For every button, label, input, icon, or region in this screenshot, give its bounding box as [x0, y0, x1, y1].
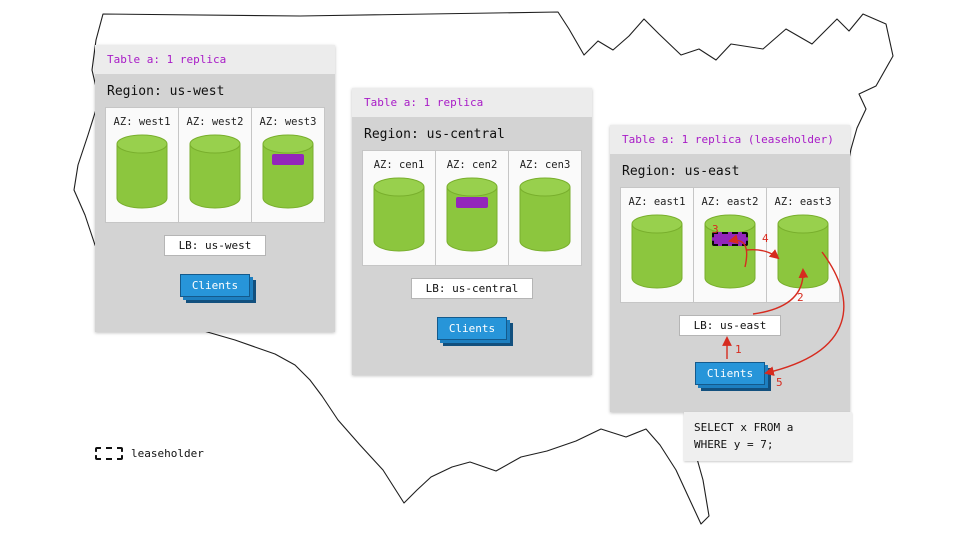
az-label: AZ: cen2: [446, 159, 498, 171]
az-column: AZ: west2: [178, 107, 252, 223]
az-column: AZ: east3: [766, 187, 840, 303]
replica-badge: [272, 154, 304, 165]
load-balancer-box: LB: us-east: [678, 315, 782, 336]
db-cylinder: [261, 134, 315, 210]
table-replica-header: Table a: 1 replica: [352, 88, 592, 117]
az-label: AZ: east3: [774, 196, 832, 208]
az-label: AZ: cen3: [519, 159, 571, 171]
db-cylinder: [188, 134, 242, 210]
database-icon: [373, 177, 425, 252]
az-label: AZ: west1: [113, 116, 171, 128]
az-column: AZ: cen3: [508, 150, 582, 266]
az-label: AZ: west3: [259, 116, 317, 128]
region-title: Region: us-east: [622, 164, 740, 179]
legend-label: leaseholder: [131, 447, 204, 460]
az-panel: AZ: west1 AZ: west2 AZ: west3: [105, 107, 325, 223]
database-icon: [446, 177, 498, 252]
db-cylinder: [445, 177, 499, 253]
clients-button: Clients: [179, 274, 251, 297]
database-icon: [519, 177, 571, 252]
database-icon: [262, 134, 314, 209]
db-cylinder: [630, 214, 684, 290]
database-icon: [116, 134, 168, 209]
clients-button: Clients: [436, 317, 508, 340]
load-balancer-box: LB: us-west: [163, 235, 267, 256]
legend: leaseholder: [95, 447, 204, 460]
region-card-us-west: Table a: 1 replica Region: us-west AZ: w…: [95, 45, 335, 332]
db-cylinder: [776, 214, 830, 290]
az-column: AZ: east1: [620, 187, 694, 303]
az-column: AZ: cen1: [362, 150, 436, 266]
load-balancer-box: LB: us-central: [410, 278, 534, 299]
sql-line-2: WHERE y = 7;: [694, 437, 774, 451]
az-label: AZ: cen1: [373, 159, 425, 171]
database-icon: [189, 134, 241, 209]
database-icon: [631, 214, 683, 289]
db-cylinder: [703, 214, 757, 290]
region-title: Region: us-west: [107, 84, 225, 99]
leaseholder-swatch-icon: [95, 447, 123, 460]
az-label: AZ: west2: [186, 116, 244, 128]
sql-line-1: SELECT x FROM a: [694, 421, 794, 434]
replica-badge: [456, 197, 488, 208]
az-column: AZ: west3: [251, 107, 325, 223]
sql-query-box: SELECT x FROM a WHERE y = 7;: [684, 412, 852, 461]
az-label: AZ: east2: [701, 196, 759, 208]
database-icon: [777, 214, 829, 289]
az-label: AZ: east1: [628, 196, 686, 208]
region-card-us-east: Table a: 1 replica (leaseholder) Region:…: [610, 125, 850, 412]
database-icon: [704, 214, 756, 289]
db-cylinder: [518, 177, 572, 253]
az-column: AZ: west1: [105, 107, 179, 223]
az-panel: AZ: cen1 AZ: cen2 AZ: cen3: [362, 150, 582, 266]
table-replica-header: Table a: 1 replica: [95, 45, 335, 74]
db-cylinder: [115, 134, 169, 210]
db-cylinder: [372, 177, 426, 253]
region-title: Region: us-central: [364, 127, 505, 142]
leaseholder-replica-badge: [712, 232, 748, 246]
az-column: AZ: east2: [693, 187, 767, 303]
table-replica-header: Table a: 1 replica (leaseholder): [610, 125, 850, 154]
az-panel: AZ: east1 AZ: east2 AZ: east3: [620, 187, 840, 303]
az-column: AZ: cen2: [435, 150, 509, 266]
region-card-us-central: Table a: 1 replica Region: us-central AZ…: [352, 88, 592, 375]
clients-button: Clients: [694, 362, 766, 385]
